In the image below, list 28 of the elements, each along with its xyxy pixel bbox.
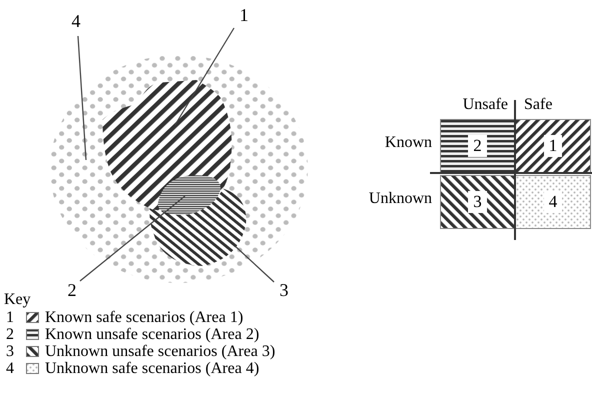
area-number: 3 [468, 191, 487, 213]
leader-line [77, 36, 87, 160]
legend-text: Unknown unsafe scenarios (Area 3) [45, 343, 276, 360]
row-heading: Unknown [368, 190, 432, 208]
legend-text: Known unsafe scenarios (Area 2) [45, 326, 260, 343]
hatched-quadrant [440, 119, 515, 173]
row-heading: Known [384, 134, 432, 152]
callout-number: 2 [68, 279, 76, 301]
key-number: 3 [6, 343, 15, 361]
key-heading: Key [4, 291, 32, 309]
key-number: 2 [6, 326, 15, 344]
key-number: 4 [6, 360, 15, 378]
legend-text: Unknown safe scenarios (Area 4) [45, 360, 260, 377]
column-heading: Unsafe [462, 96, 508, 114]
hatched-quadrant [440, 175, 515, 229]
legend-text: Known safe scenarios (Area 1) [45, 309, 244, 326]
callout-number: 3 [280, 279, 288, 301]
key-number: 1 [6, 309, 15, 327]
callout-number: 1 [240, 4, 248, 26]
area-number: 1 [544, 135, 562, 157]
hatched-quadrant [515, 175, 591, 229]
leader-line [234, 246, 274, 282]
hatched-quadrant [515, 119, 591, 173]
area-number: 2 [468, 135, 487, 157]
leader-line [80, 196, 186, 282]
area-number: 4 [544, 191, 562, 213]
column-heading: Safe [524, 96, 554, 114]
callout-number: 4 [72, 10, 80, 32]
